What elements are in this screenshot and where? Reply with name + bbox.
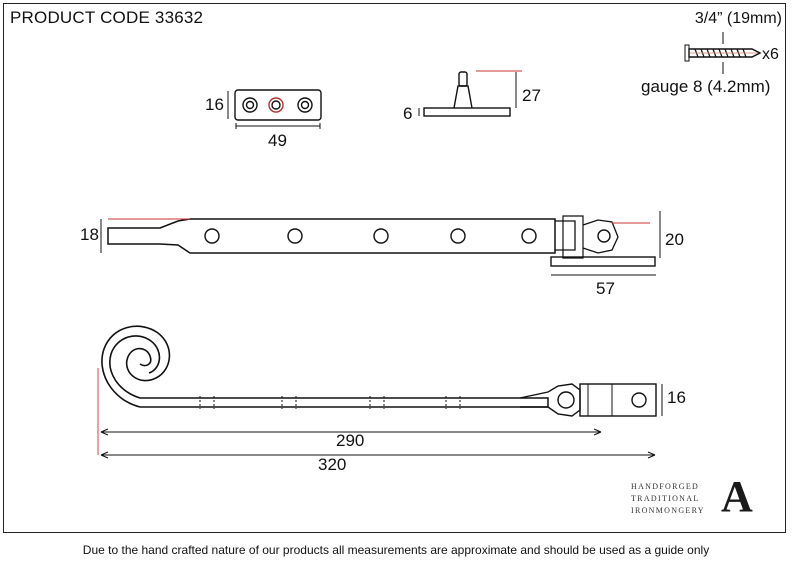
screw-gauge-label: gauge 8 (4.2mm) (641, 77, 771, 96)
brand-line-3: IRONMONGERY (631, 506, 705, 515)
screw-quantity-label: x6 (762, 46, 779, 63)
pin-part (418, 70, 522, 117)
keep-width-dimension: 49 (268, 131, 287, 150)
keep-height-dimension: 16 (205, 95, 224, 114)
stay-side-view (100, 211, 661, 276)
bracket-height-dimension: 20 (665, 230, 684, 249)
drawing-frame (3, 3, 786, 533)
screw-icon (684, 32, 762, 74)
anvil-a-icon: A (721, 472, 753, 521)
brand-text: HANDFORGED TRADITIONAL IRONMONGERY (631, 481, 705, 517)
bracket-length-dimension: 57 (596, 279, 615, 298)
keep-plate (227, 89, 322, 129)
stay-height-dimension: 18 (80, 225, 99, 244)
top-bracket-height-dimension: 16 (667, 388, 686, 407)
screw-size-label: 3/4” (19mm) (694, 10, 782, 27)
brand-line-1: HANDFORGED (631, 482, 700, 491)
disclaimer-footer: Due to the hand crafted nature of our pr… (82, 543, 710, 557)
stay-overall-length-dimension: 320 (318, 455, 347, 474)
brand-line-2: TRADITIONAL (631, 494, 700, 503)
product-code: PRODUCT CODE 33632 (10, 8, 204, 27)
pin-plate-dimension: 6 (403, 104, 413, 123)
stay-inner-length-dimension: 290 (336, 431, 365, 450)
brand-logo: HANDFORGED TRADITIONAL IRONMONGERY A (623, 475, 763, 519)
stay-top-view (97, 325, 663, 459)
pin-height-dimension: 27 (522, 86, 541, 105)
